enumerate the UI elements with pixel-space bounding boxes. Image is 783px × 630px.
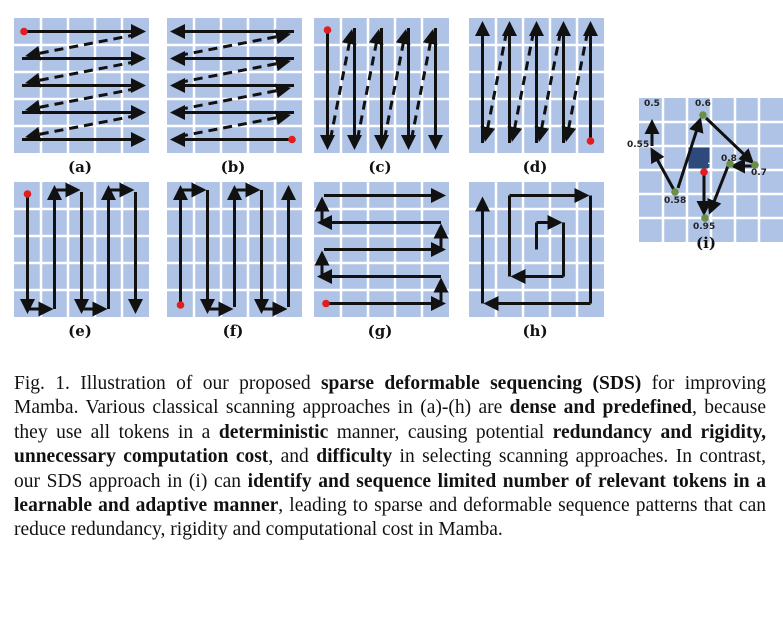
caption-text: for improving Mamba. Various classical s… (14, 373, 766, 419)
start-point (288, 135, 296, 144)
panel-label-b: (b) (220, 158, 246, 176)
panel-label-e: (e) (68, 322, 92, 340)
caption-text: , and (268, 446, 317, 468)
caption-bold: deterministic (218, 421, 329, 443)
dashed-arrow (178, 56, 291, 84)
panel-label-c: (c) (368, 158, 392, 176)
dashed-arrow (561, 31, 589, 142)
dashed-arrow (178, 83, 291, 111)
dashed-arrow (25, 114, 138, 142)
caption-text: in selecting scanning approaches. In con… (14, 446, 766, 492)
panel-label-f: (f) (222, 322, 244, 340)
value-label: 0.58 (664, 196, 687, 206)
start-point (20, 27, 28, 36)
dashed-arrow (507, 31, 535, 142)
caption-bold: identify and sequence limited number of … (14, 470, 767, 517)
caption-bold: redundancy and rigidity, unnecessary com… (14, 421, 766, 468)
dashed-arrow (178, 29, 291, 57)
figure-caption: Fig. 1. Illustration of our proposed spa… (14, 372, 766, 543)
panel-label-a: (a) (68, 158, 92, 176)
panel-label-i: (i) (696, 234, 716, 252)
selected-token (726, 160, 734, 168)
caption-bold: sparse deformable sequencing (SDS) (320, 373, 642, 394)
panel-label-d: (d) (522, 158, 548, 176)
dashed-arrow (178, 110, 291, 138)
scan-arrow (676, 117, 704, 189)
start-point (176, 301, 185, 309)
selected-token (751, 161, 759, 169)
dashed-arrow (410, 29, 438, 140)
start-point (700, 168, 708, 176)
value-label: 0.95 (693, 222, 716, 232)
start-point (322, 299, 330, 308)
start-point (323, 26, 332, 34)
value-label: 0.55 (627, 140, 650, 150)
dashed-arrow (25, 60, 138, 88)
selected-token (699, 111, 707, 119)
dashed-arrow (356, 29, 384, 140)
figure-drawing (14, 18, 783, 317)
start-point (586, 137, 595, 145)
value-label: 1 (707, 162, 714, 172)
scan-arrow (650, 147, 676, 191)
dashed-arrow (534, 31, 562, 142)
scan-arrow (704, 116, 755, 165)
caption-text: , leading to sparse and deformable seque… (14, 495, 766, 541)
scan-arrow (707, 165, 730, 215)
caption-text: , because they use all tokens in a (14, 397, 766, 443)
selected-token-cell (688, 147, 710, 169)
value-label: 0.7 (751, 168, 767, 178)
panel-label-g: (g) (367, 322, 393, 340)
value-label: 0.6 (695, 99, 711, 109)
selected-token (671, 188, 679, 196)
caption-text: Fig. 1. Illustration of our proposed (14, 373, 321, 394)
figure: (a) (b) (c) (d) (e) (f) (g) (h) (i) 0.5 … (14, 18, 783, 340)
caption-text: manner, causing potential (328, 421, 553, 443)
dashed-arrow (480, 31, 508, 142)
dashed-arrow (329, 29, 357, 140)
start-point (23, 190, 32, 198)
dashed-arrow (25, 87, 138, 115)
caption-bold: dense and predefined (509, 397, 693, 419)
caption-bold: difficulty (316, 446, 393, 468)
value-label: 0.5 (644, 99, 660, 109)
value-label: 0.8 (721, 154, 737, 164)
dashed-arrow (383, 29, 411, 140)
dashed-arrow (25, 33, 138, 61)
panel-label-h: (h) (522, 322, 548, 340)
selected-token (701, 214, 709, 222)
